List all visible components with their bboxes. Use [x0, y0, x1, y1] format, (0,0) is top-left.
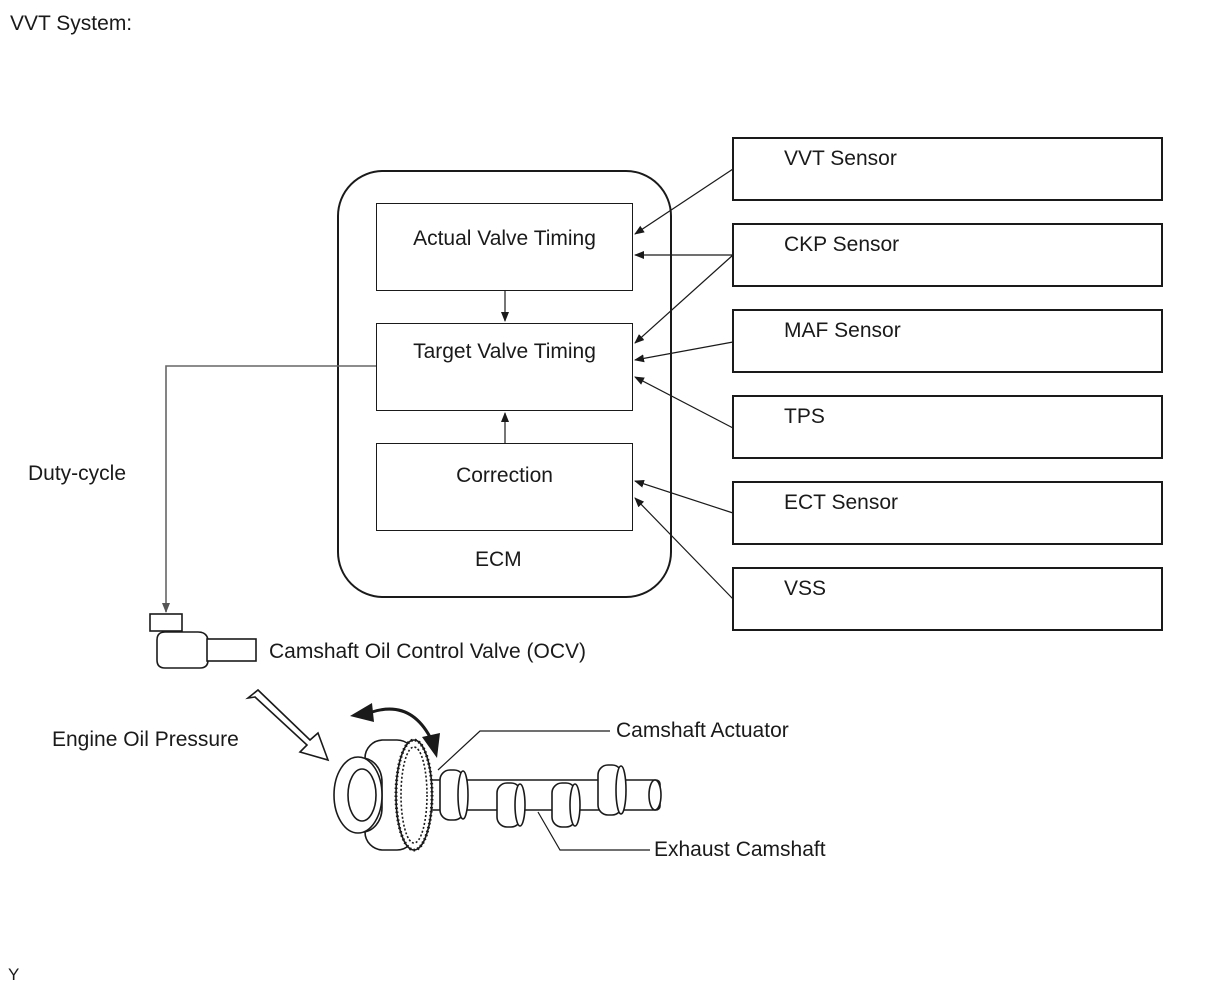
sensor-label-ect: ECT Sensor — [784, 491, 898, 514]
sensor-box-tps: TPS — [732, 395, 1163, 459]
ecm-label: ECM — [475, 548, 522, 571]
ecm-frame — [337, 170, 672, 598]
ocv-valve-icon — [149, 613, 257, 669]
target-valve-timing-block: Target Valve Timing — [376, 323, 633, 411]
connector-ect-correction — [634, 479, 734, 514]
footer-mark: Y — [8, 965, 20, 984]
duty-cycle-line — [162, 365, 376, 613]
exhaust-camshaft-icon — [419, 764, 662, 828]
sensor-label-vvt: VVT Sensor — [784, 147, 897, 170]
connector-tps-target — [634, 376, 734, 429]
camshaft-actuator-icon — [333, 738, 434, 852]
sensor-box-vss: VSS — [732, 567, 1163, 631]
correction-label: Correction — [456, 464, 553, 487]
exhaust-camshaft-leader — [537, 811, 650, 851]
rotation-arrow-icon — [350, 703, 440, 758]
exhaust-camshaft-label: Exhaust Camshaft — [654, 838, 826, 861]
camshaft-actuator-leader — [437, 730, 610, 771]
sensor-label-maf: MAF Sensor — [784, 319, 901, 342]
diagram-title: VVT System: — [10, 12, 133, 35]
sensor-label-vss: VSS — [784, 577, 827, 600]
actual-valve-timing-block: Actual Valve Timing — [376, 203, 633, 291]
sensor-label-tps: TPS — [784, 405, 825, 428]
target-valve-timing-label: Target Valve Timing — [413, 340, 596, 363]
duty-cycle-label: Duty-cycle — [28, 462, 127, 485]
engine-oil-pressure-label: Engine Oil Pressure — [52, 728, 239, 751]
connector-vvt-actual — [634, 168, 734, 235]
sensor-box-ect: ECT Sensor — [732, 481, 1163, 545]
camshaft-actuator-label: Camshaft Actuator — [616, 719, 789, 742]
connector-vss-correction — [634, 497, 734, 600]
oil-pressure-arrow-icon — [245, 688, 330, 762]
sensor-box-vvt: VVT Sensor — [732, 137, 1163, 201]
connector-maf-target — [634, 341, 734, 363]
correction-block: Correction — [376, 443, 633, 531]
sensor-box-maf: MAF Sensor — [732, 309, 1163, 373]
actual-valve-timing-label: Actual Valve Timing — [413, 227, 596, 250]
sensor-label-ckp: CKP Sensor — [784, 233, 900, 256]
sensor-box-ckp: CKP Sensor — [732, 223, 1163, 287]
connector-ckp-target — [634, 254, 734, 344]
ocv-label: Camshaft Oil Control Valve (OCV) — [269, 640, 587, 663]
